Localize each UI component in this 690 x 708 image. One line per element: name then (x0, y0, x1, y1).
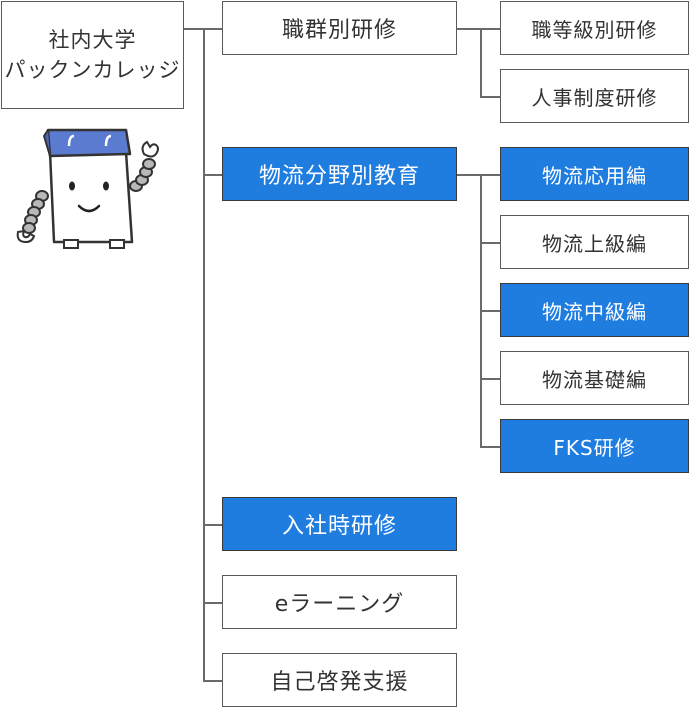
connector (457, 174, 500, 176)
node-shokugun: 職群別研修 (222, 1, 457, 55)
connector (203, 524, 223, 526)
node-label: 物流基礎編 (542, 367, 647, 392)
node-label: 職等級別研修 (531, 17, 658, 42)
node-butsuryu-kiso: 物流基礎編 (500, 351, 689, 405)
connector (203, 602, 223, 604)
node-butsuryu-oyo: 物流応用編 (500, 147, 689, 201)
node-label: 物流中級編 (542, 299, 647, 324)
root-node: 社内大学 パックンカレッジ (1, 1, 184, 109)
node-butsuryu-bunya: 物流分野別教育 (222, 147, 457, 201)
connector (480, 378, 500, 380)
box-mascot-icon (16, 128, 159, 249)
node-butsuryu-chukyu: 物流中級編 (500, 283, 689, 337)
node-label: 人事制度研修 (531, 85, 658, 110)
root-title-line1: 社内大学 (48, 28, 137, 52)
connector (480, 310, 500, 312)
node-butsuryu-jokyu: 物流上級編 (500, 215, 689, 269)
node-label: 自己啓発支援 (270, 670, 409, 695)
node-label: FKS研修 (553, 435, 636, 460)
connector (480, 446, 500, 448)
node-label: 入社時研修 (281, 514, 397, 539)
connector (480, 242, 500, 244)
connector (480, 28, 482, 96)
node-jiko-keihatsu: 自己啓発支援 (222, 653, 457, 707)
connector (457, 28, 500, 30)
node-label: 物流上級編 (542, 231, 647, 256)
node-shokutokyu: 職等級別研修 (500, 1, 689, 55)
root-title-line2: パックンカレッジ (4, 58, 181, 82)
node-jinji-seido: 人事制度研修 (500, 69, 689, 123)
node-fks: FKS研修 (500, 419, 689, 473)
node-elearning: eラーニング (222, 575, 457, 629)
node-label: 職群別研修 (281, 18, 397, 43)
connector (203, 28, 205, 680)
connector (203, 680, 223, 682)
node-label: 物流応用編 (542, 163, 647, 188)
connector (480, 96, 500, 98)
node-label: 物流分野別教育 (258, 164, 420, 189)
node-nyusha: 入社時研修 (222, 497, 457, 551)
connector (203, 174, 223, 176)
node-label: eラーニング (274, 592, 405, 617)
